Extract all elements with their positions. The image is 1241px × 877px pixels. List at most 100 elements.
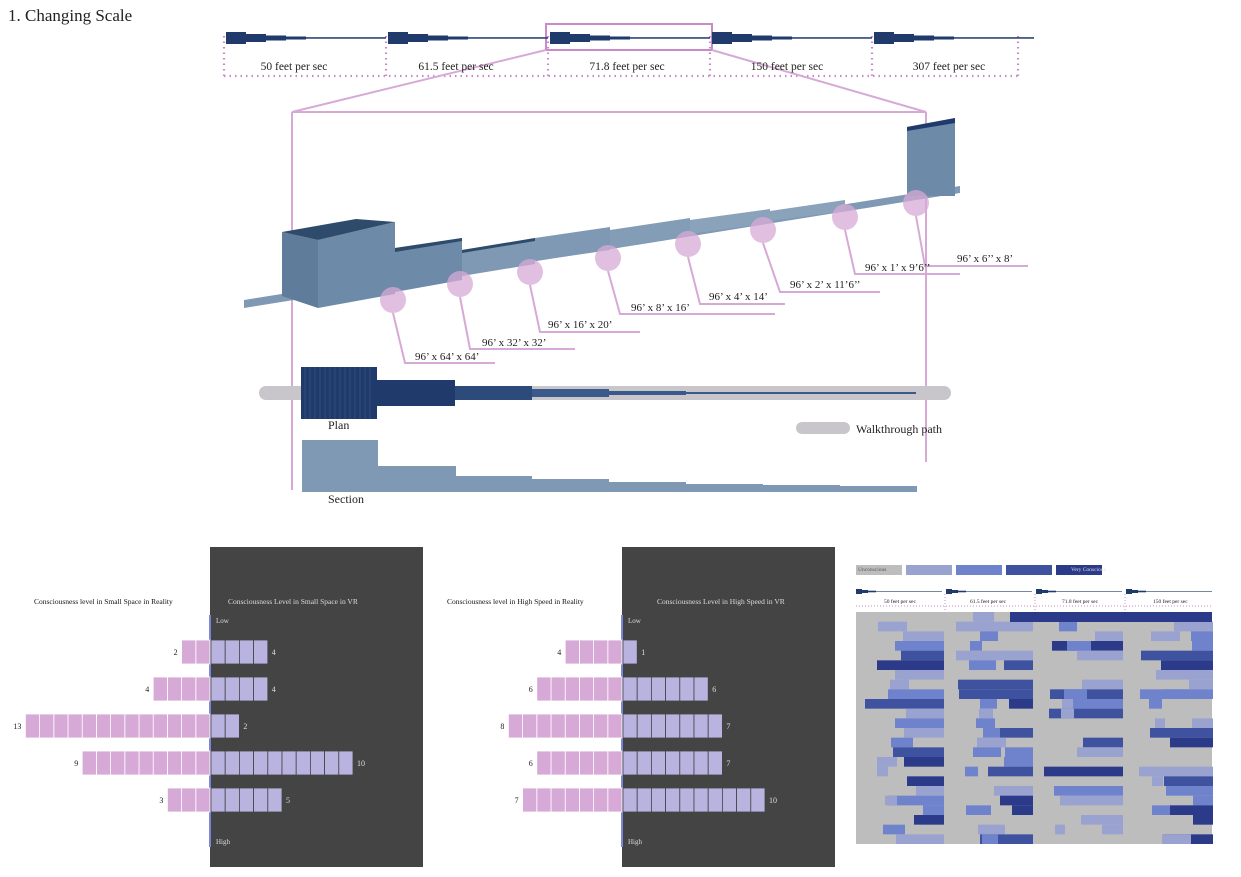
speed-reality-bar-2 bbox=[564, 676, 580, 702]
dimension-label-8: 96’ x 6’’ x 8’ bbox=[957, 253, 1014, 265]
small-reality-bar-4 bbox=[96, 750, 112, 776]
small-reality-bar-3 bbox=[96, 713, 112, 739]
heatmap-legend-low: Unconscious bbox=[858, 567, 887, 573]
small-vr-bar-4 bbox=[309, 750, 325, 776]
speed-reality-bar-3 bbox=[536, 713, 552, 739]
small-reality-bar-2 bbox=[166, 676, 182, 702]
speed-vr-bar-2 bbox=[679, 676, 695, 702]
speed-reality-bar-5 bbox=[607, 787, 623, 813]
speed-reality-bar-3 bbox=[508, 713, 524, 739]
chart-small-right-title: Consciousness Level in Small Space in VR bbox=[228, 597, 358, 606]
speed-vr-bar-3 bbox=[665, 713, 681, 739]
small-vr-bar-4 bbox=[253, 750, 269, 776]
plan-drawing bbox=[301, 367, 916, 419]
speed-vr-bar-3 bbox=[622, 713, 638, 739]
speed-reality-bar-2 bbox=[536, 676, 552, 702]
speed-reality-bar-2 bbox=[550, 676, 566, 702]
speed-reality-bar-4 bbox=[536, 750, 552, 776]
heatmap-legend-swatch-3 bbox=[956, 565, 1002, 575]
speed-reality-bar-3 bbox=[550, 713, 566, 739]
speed-label-3: 71.8 feet per sec bbox=[589, 61, 665, 73]
speed-reality-value-1: 4 bbox=[557, 648, 561, 657]
speed-strip-frame bbox=[222, 36, 1020, 78]
speed-reality-bar-3 bbox=[607, 713, 623, 739]
speed-vr-bar-3 bbox=[707, 713, 723, 739]
speed-reality-value-5: 7 bbox=[515, 796, 519, 805]
small-reality-bar-3 bbox=[81, 713, 97, 739]
speed-vr-bar-5 bbox=[721, 787, 737, 813]
small-vr-bar-5 bbox=[253, 787, 269, 813]
small-vr-bar-4 bbox=[295, 750, 311, 776]
small-vr-bar-2 bbox=[224, 676, 240, 702]
small-reality-value-3: 13 bbox=[13, 722, 21, 731]
speed-vr-bar-3 bbox=[636, 713, 652, 739]
scale-diagram bbox=[222, 23, 1034, 492]
small-reality-bar-4 bbox=[124, 750, 140, 776]
small-vr-bar-1 bbox=[253, 639, 269, 665]
section-markers bbox=[380, 190, 929, 313]
speed-vr-bar-3 bbox=[650, 713, 666, 739]
small-reality-bar-4 bbox=[81, 750, 97, 776]
small-reality-bar-5 bbox=[195, 787, 211, 813]
speed-vr-bar-5 bbox=[650, 787, 666, 813]
speed-vr-bar-4 bbox=[707, 750, 723, 776]
speed-reality-bar-5 bbox=[593, 787, 609, 813]
small-vr-bar-4 bbox=[338, 750, 354, 776]
heatmap-col-4: 150 feet per sec bbox=[1153, 599, 1188, 605]
small-reality-bar-3 bbox=[138, 713, 154, 739]
small-reality-value-1: 2 bbox=[174, 648, 178, 657]
small-vr-bar-1 bbox=[210, 639, 226, 665]
speed-vr-bar-5 bbox=[636, 787, 652, 813]
speed-reality-bar-1 bbox=[593, 639, 609, 665]
small-reality-bar-2 bbox=[195, 676, 211, 702]
speed-label-4: 150 feet per sec bbox=[750, 61, 824, 73]
section-label: Section bbox=[328, 492, 364, 506]
leader-lines bbox=[392, 215, 1028, 364]
speed-reality-bar-2 bbox=[578, 676, 594, 702]
speed-reality-bar-5 bbox=[522, 787, 538, 813]
speed-reality-bar-3 bbox=[564, 713, 580, 739]
small-vr-bar-5 bbox=[210, 787, 226, 813]
small-vr-value-2: 4 bbox=[272, 685, 276, 694]
speed-vr-bar-1 bbox=[622, 639, 638, 665]
small-vr-bar-3 bbox=[224, 713, 240, 739]
dimension-label-7: 96’ x 1’ x 9’6’’ bbox=[865, 262, 931, 274]
small-vr-value-3: 2 bbox=[243, 722, 247, 731]
speed-label-2: 61.5 feet per sec bbox=[418, 61, 494, 73]
heatmap-legend-swatch-2 bbox=[906, 565, 952, 575]
small-reality-bar-4 bbox=[152, 750, 168, 776]
small-reality-bar-3 bbox=[110, 713, 126, 739]
small-vr-bar-3 bbox=[210, 713, 226, 739]
vr-panel-small bbox=[210, 547, 423, 867]
small-reality-bar-2 bbox=[181, 676, 197, 702]
small-reality-bar-1 bbox=[181, 639, 197, 665]
small-reality-bar-3 bbox=[166, 713, 182, 739]
speed-vr-bar-2 bbox=[650, 676, 666, 702]
speed-reality-bar-4 bbox=[578, 750, 594, 776]
dimension-label-4: 96’ x 8’ x 16’ bbox=[631, 302, 690, 314]
speed-vr-bar-3 bbox=[679, 713, 695, 739]
speed-vr-bar-2 bbox=[622, 676, 638, 702]
speed-vr-bar-5 bbox=[665, 787, 681, 813]
small-vr-bar-4 bbox=[281, 750, 297, 776]
small-vr-bar-4 bbox=[324, 750, 340, 776]
speed-vr-bar-5 bbox=[750, 787, 766, 813]
speed-vr-bar-4 bbox=[622, 750, 638, 776]
small-vr-bar-2 bbox=[253, 676, 269, 702]
chart-speed-low-label: Low bbox=[628, 617, 641, 625]
small-reality-bar-3 bbox=[181, 713, 197, 739]
speed-vr-value-5: 10 bbox=[769, 796, 777, 805]
small-vr-bar-4 bbox=[224, 750, 240, 776]
section-drawing bbox=[302, 440, 917, 492]
speed-reality-value-3: 8 bbox=[500, 722, 504, 731]
heatmap-col-2: 61.5 feet per sec bbox=[970, 599, 1007, 605]
heatmap-legend-swatch-5 bbox=[1056, 565, 1102, 575]
speed-reality-bar-5 bbox=[564, 787, 580, 813]
speed-reality-bar-3 bbox=[522, 713, 538, 739]
small-vr-bar-5 bbox=[267, 787, 283, 813]
small-reality-bar-4 bbox=[181, 750, 197, 776]
page-title: 1. Changing Scale bbox=[8, 6, 133, 25]
small-reality-bar-3 bbox=[195, 713, 211, 739]
